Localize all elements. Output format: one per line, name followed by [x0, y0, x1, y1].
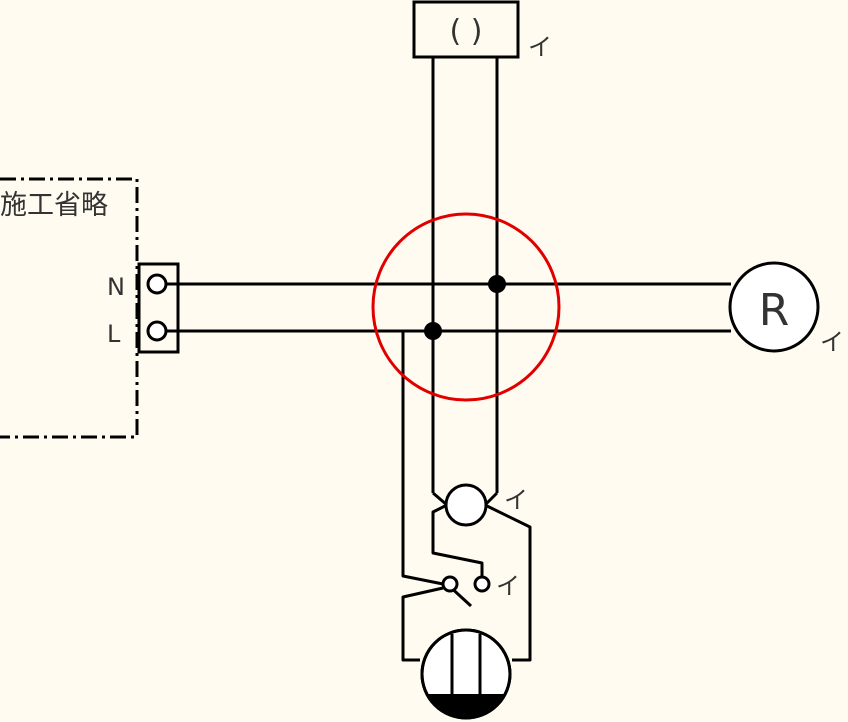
wire-switch-to-light — [401, 586, 444, 662]
receptacle-wiring-mark: イ — [820, 328, 844, 356]
switch-contact-right — [473, 575, 491, 593]
switch-contact-left — [441, 575, 459, 593]
top-box-frame — [412, 0, 520, 59]
top-box-label: ( ) — [450, 14, 483, 49]
terminal-n-label: N — [107, 273, 125, 301]
switch-wiring-mark: イ — [496, 572, 520, 600]
wires — [166, 57, 731, 662]
pilot-lamp: イ — [444, 483, 528, 527]
receptacle: R イ — [728, 261, 844, 356]
terminal-l-screw — [146, 320, 168, 342]
omitted-area: 施工省略 — [0, 177, 139, 439]
terminal-n-screw — [146, 273, 168, 295]
top-box-symbol: ( ) イ — [412, 0, 552, 61]
top-box-wiring-mark: イ — [528, 33, 552, 61]
junction-dot-l — [424, 322, 442, 340]
lighting-fixture — [420, 628, 512, 720]
junction-dot-n — [488, 275, 506, 293]
omitted-area-label: 施工省略 — [0, 190, 108, 221]
omitted-area-border — [0, 177, 139, 439]
pilot-lamp-wiring-mark: イ — [504, 486, 528, 514]
highlight-circle — [371, 212, 561, 402]
fixture-outline — [420, 628, 512, 720]
terminal-block: N L — [107, 262, 180, 354]
pilot-lamp-symbol — [444, 483, 488, 527]
receptacle-symbol — [728, 261, 820, 353]
receptacle-label: R — [759, 285, 790, 336]
switch: イ — [441, 572, 520, 608]
wire-l-to-switch — [166, 329, 444, 586]
wire-lamp-to-light — [483, 491, 532, 662]
terminal-l-label: L — [107, 320, 121, 348]
